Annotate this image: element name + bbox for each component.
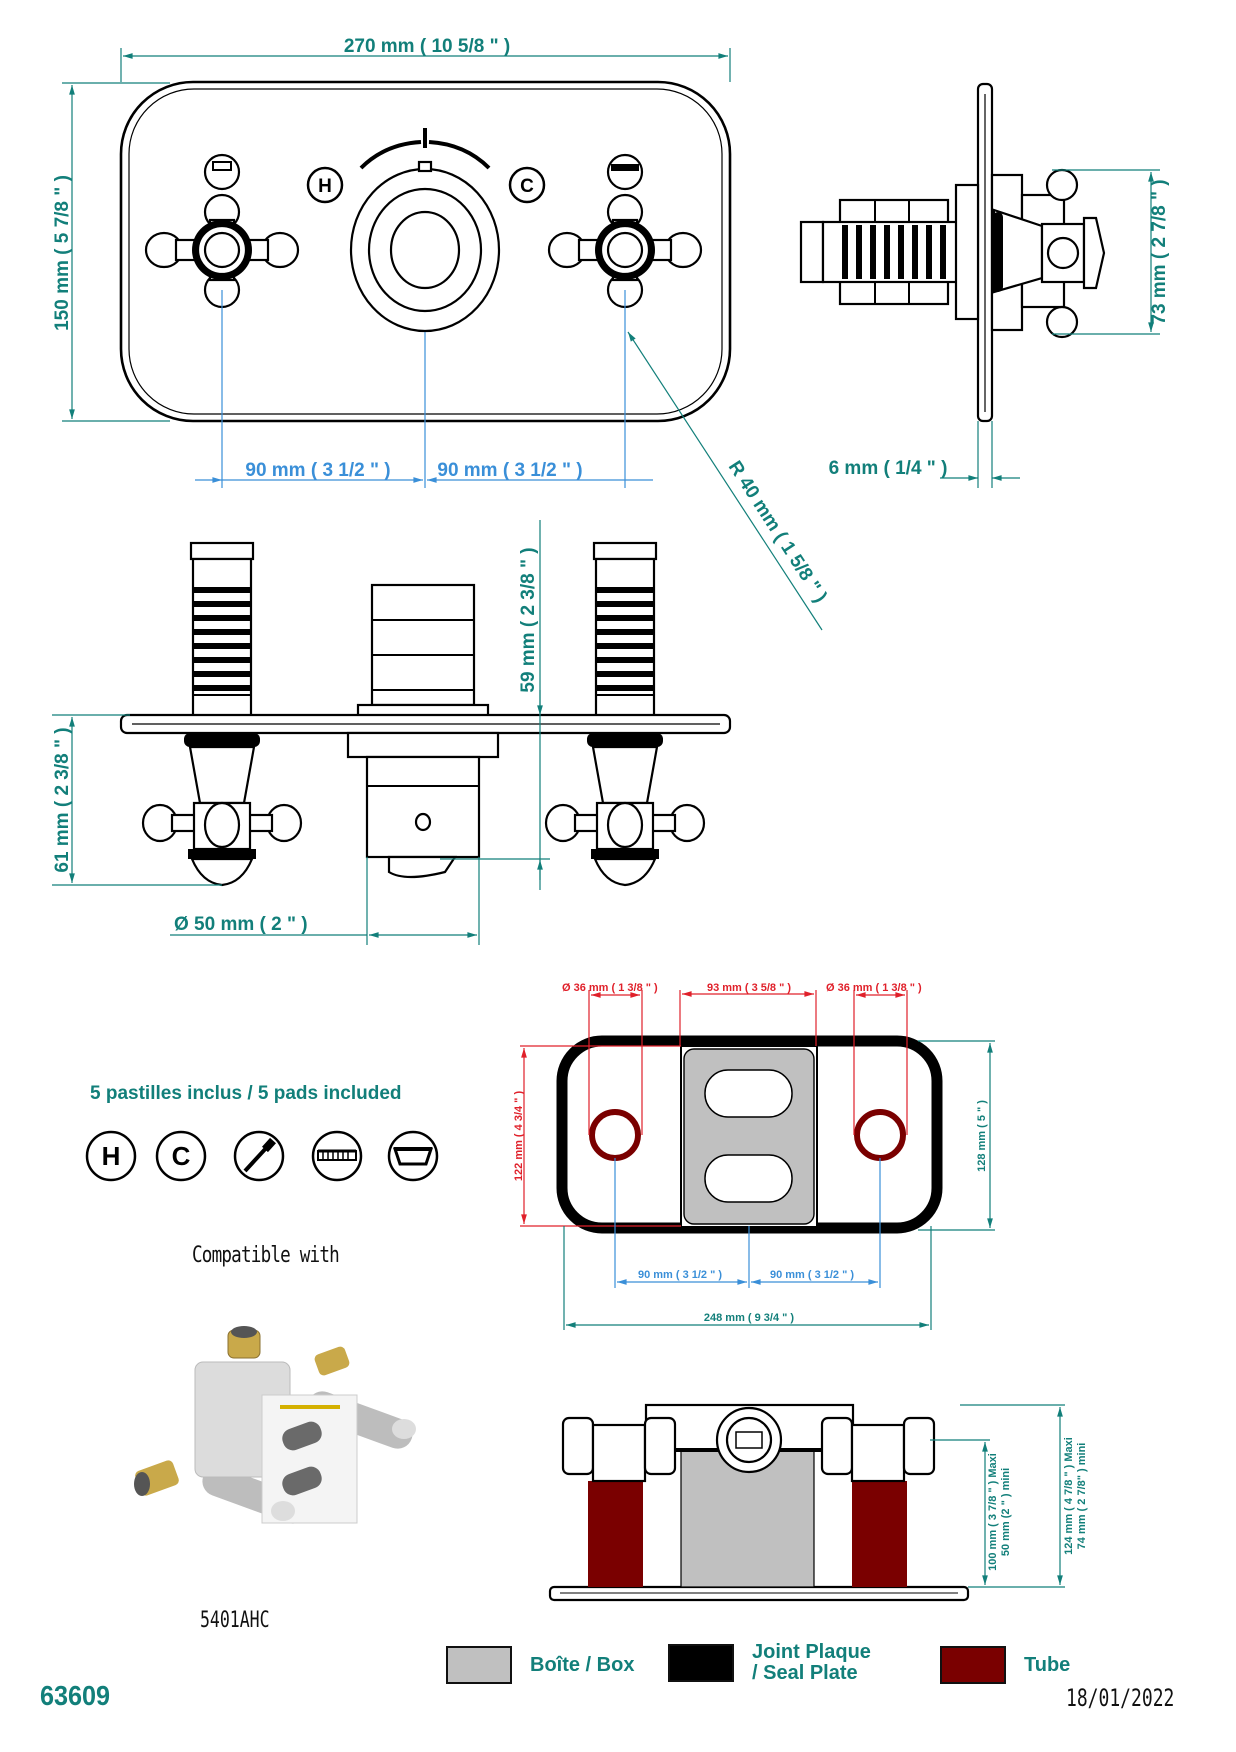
plate-thickness-label: 6 mm ( 1/4 " ): [829, 458, 948, 479]
front-view: H C 270 mm ( 10 5/8 " ) 150 mm ( 5 7/8 "…: [52, 36, 831, 631]
center-width-label: 93 mm ( 3 5/8 " ): [707, 982, 791, 994]
document-date: 18/01/2022: [1066, 1684, 1175, 1712]
depth-label: 61 mm ( 2 3/8 " ): [52, 727, 73, 872]
spacing-left-label: 90 mm ( 3 1/2 " ): [245, 460, 390, 481]
tube-right: [852, 1481, 907, 1587]
pad-cold-icon: C: [155, 1130, 207, 1182]
side-handle-height-label: 73 mm ( 2 7/8 " ): [1149, 179, 1170, 324]
legend-box: Boîte / Box: [446, 1646, 634, 1684]
compatible-title: Compatible with: [192, 1243, 340, 1268]
depth2-max-label: 124 mm ( 4 7/8 " ) Maxi: [1063, 1437, 1075, 1555]
spacing-right-label: 90 mm ( 3 1/2 " ): [437, 460, 582, 481]
product-reference: 63609: [40, 1680, 111, 1711]
compatible-model: 5401AHC: [200, 1608, 270, 1633]
box-section-view: 100 mm ( 3 7/8 " ) Maxi 50 mm (2 " ) min…: [548, 1403, 1088, 1602]
legend-tube: Tube: [940, 1646, 1070, 1684]
front-height-label: 150 mm ( 5 7/8 " ): [52, 175, 73, 331]
box-plan-view: Ø 36 mm ( 1 3/8 " ) 93 mm ( 3 5/8 " ) Ø …: [513, 982, 995, 1330]
pad-hand-shower-icon: [233, 1130, 285, 1182]
box-width-label: 248 mm ( 9 3/4 " ): [704, 1312, 795, 1324]
hot-valve-handle: [144, 153, 300, 309]
pads-title: 5 pastilles inclus / 5 pads included: [90, 1083, 402, 1104]
tube-hole-left: [589, 1109, 641, 1161]
pads-icons: H C: [85, 1130, 439, 1182]
side-view: 73 mm ( 2 7/8 " ) 6 mm ( 1/4 " ): [799, 82, 1170, 488]
pad-hot-icon: H: [85, 1130, 137, 1182]
compatible-product-image: [134, 1326, 416, 1524]
tube-left: [588, 1481, 643, 1587]
pad-overhead-shower-icon: [311, 1130, 363, 1182]
legend-seal-plate-label: Joint Plaque / Seal Plate: [752, 1641, 871, 1684]
box-spacing-left-label: 90 mm ( 3 1/2 " ): [638, 1269, 722, 1281]
top-view: 59 mm ( 2 3/8 " ) 61 mm ( 2 3/8 " ) Ø 50…: [52, 520, 732, 945]
cold-valve-handle: [547, 153, 703, 309]
depth1-min-label: 50 mm (2 " ) mini: [1000, 1468, 1012, 1556]
svg-text:C: C: [520, 176, 534, 197]
legend-seal-plate: Joint Plaque / Seal Plate: [668, 1642, 871, 1684]
svg-text:C: C: [172, 1141, 191, 1171]
legend-tube-label: Tube: [1024, 1653, 1071, 1676]
front-width-label: 270 mm ( 10 5/8 " ): [344, 36, 510, 57]
tube-hole-right: [854, 1109, 906, 1161]
depth2-min-label: 74 mm ( 2 7/8" ) mini: [1076, 1443, 1088, 1550]
projection-label: 59 mm ( 2 3/8 " ): [518, 547, 539, 692]
box-spacing-right-label: 90 mm ( 3 1/2 " ): [770, 1269, 854, 1281]
outer-height-label: 128 mm ( 5 " ): [976, 1100, 988, 1172]
hole-left-label: Ø 36 mm ( 1 3/8 " ): [562, 982, 658, 994]
depth1-max-label: 100 mm ( 3 7/8 " ) Maxi: [987, 1453, 999, 1571]
inner-height-label: 122 mm ( 4 3/4 " ): [513, 1091, 525, 1182]
legend-box-swatch: [446, 1646, 512, 1684]
legend-box-label: Boîte / Box: [530, 1653, 635, 1676]
legend-tube-swatch: [940, 1646, 1006, 1684]
svg-text:H: H: [102, 1141, 121, 1171]
legend-seal-plate-swatch: [668, 1644, 734, 1682]
hot-badge-icon: H: [306, 166, 344, 204]
diameter-label: Ø 50 mm ( 2 " ): [174, 914, 308, 935]
hole-right-label: Ø 36 mm ( 1 3/8 " ): [826, 982, 922, 994]
svg-text:H: H: [318, 176, 332, 197]
cold-badge-icon: C: [508, 166, 546, 204]
thermostat-knob: [349, 128, 501, 333]
radius-label: R 40 mm ( 1 5/8 " ): [724, 457, 831, 606]
pad-bath-icon: [387, 1130, 439, 1182]
